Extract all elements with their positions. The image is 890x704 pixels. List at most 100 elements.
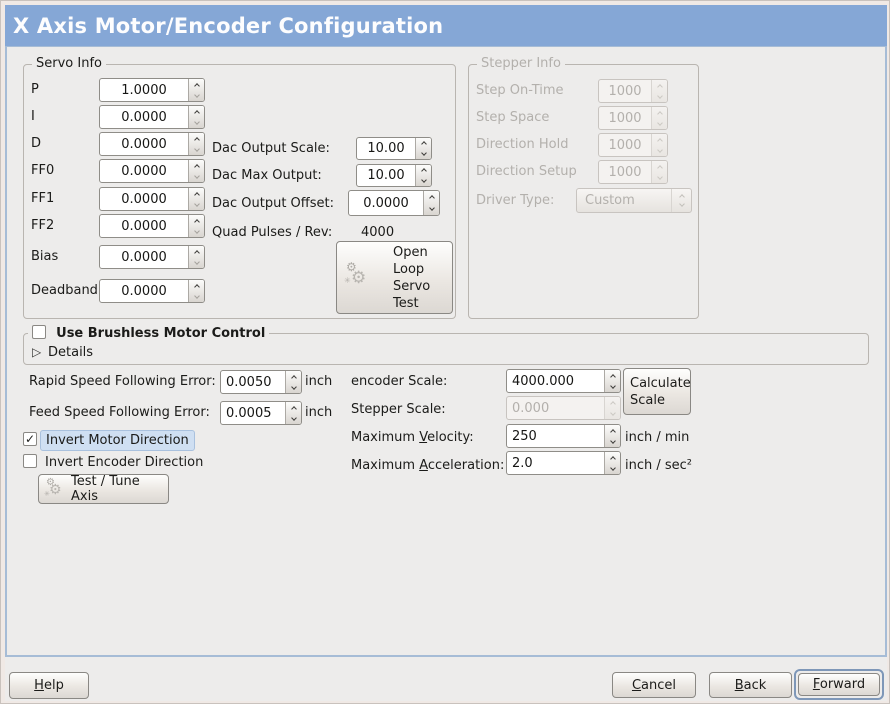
details-expander-icon[interactable]: ▷ xyxy=(32,345,42,359)
spinner xyxy=(651,134,667,156)
invert-motor-direction-label[interactable]: Invert Motor Direction xyxy=(40,430,195,451)
d-input[interactable]: 0.0000 xyxy=(99,132,205,156)
spin-up-button[interactable] xyxy=(189,133,204,144)
spinner xyxy=(415,165,431,186)
spin-down-button[interactable] xyxy=(189,144,204,155)
rapid-following-error-input[interactable]: 0.0050 xyxy=(220,370,302,394)
spin-up-button[interactable] xyxy=(189,215,204,226)
spin-down-button[interactable] xyxy=(189,90,204,101)
spin-value: 1.0000 xyxy=(121,82,167,98)
spin-down-button[interactable] xyxy=(605,408,620,419)
spinner xyxy=(651,161,667,183)
rapid-following-error-unit: inch xyxy=(305,374,333,389)
ff1-label: FF1 xyxy=(31,191,55,206)
spin-up-button[interactable] xyxy=(652,80,667,91)
spin-down-button[interactable] xyxy=(286,413,301,424)
spin-value: 4000.000 xyxy=(512,373,575,389)
maximum-acceleration-unit: inch / sec² xyxy=(625,458,693,473)
spin-up-button[interactable] xyxy=(286,402,301,413)
spin-up-button[interactable] xyxy=(189,188,204,199)
ff0-input[interactable]: 0.0000 xyxy=(99,159,205,183)
spin-up-button[interactable] xyxy=(605,397,620,408)
dac-output-scale-input[interactable]: 10.00 xyxy=(356,137,432,160)
quad-pulses-value: 4000 xyxy=(361,225,395,240)
spin-down-button[interactable] xyxy=(652,118,667,129)
deadband-label: Deadband xyxy=(31,283,98,298)
encoder-scale-input[interactable]: 4000.000 xyxy=(506,369,621,393)
spin-up-button[interactable] xyxy=(189,246,204,257)
use-brushless-label: Use Brushless Motor Control xyxy=(56,326,266,341)
spin-down-button[interactable] xyxy=(189,171,204,182)
spin-value: 0.0000 xyxy=(121,136,167,152)
spin-up-button[interactable] xyxy=(189,79,204,90)
spin-up-button[interactable] xyxy=(189,160,204,171)
cancel-button[interactable]: Cancel xyxy=(612,672,696,698)
spin-down-button[interactable] xyxy=(605,436,620,447)
deadband-input[interactable]: 0.0000 xyxy=(99,279,205,303)
p-label: P xyxy=(31,82,39,97)
spin-up-button[interactable] xyxy=(424,191,439,203)
spinner xyxy=(604,425,620,447)
spin-down-button[interactable] xyxy=(416,176,431,187)
spin-down-button[interactable] xyxy=(605,463,620,474)
i-input[interactable]: 0.0000 xyxy=(99,105,205,129)
spin-down-button[interactable] xyxy=(189,117,204,128)
dac-output-offset-input[interactable]: 0.0000 xyxy=(348,190,440,216)
spin-down-button[interactable] xyxy=(652,145,667,156)
page-title: X Axis Motor/Encoder Configuration xyxy=(13,13,444,38)
spin-up-button[interactable] xyxy=(189,280,204,291)
spin-up-button[interactable] xyxy=(652,107,667,118)
step-space-input: 1000 xyxy=(598,106,668,130)
spin-up-button[interactable] xyxy=(416,165,431,176)
maximum-velocity-input[interactable]: 250 xyxy=(506,424,621,448)
open-loop-servo-test-button[interactable]: ⚙ ⚙ ✳ Open Loop Servo Test xyxy=(336,241,453,314)
spin-down-button[interactable] xyxy=(189,226,204,237)
forward-button-focus-ring: Forward xyxy=(794,669,884,700)
use-brushless-checkbox[interactable] xyxy=(32,325,46,339)
spinner xyxy=(423,191,439,215)
spin-value: 0.0000 xyxy=(363,195,409,211)
spin-down-button[interactable] xyxy=(424,203,439,215)
details-expander-label[interactable]: Details xyxy=(48,345,94,360)
invert-encoder-direction-label[interactable]: Invert Encoder Direction xyxy=(45,455,204,470)
spin-down-button[interactable] xyxy=(286,382,301,393)
spin-down-button[interactable] xyxy=(189,291,204,302)
spin-up-button[interactable] xyxy=(652,134,667,145)
help-button[interactable]: Help xyxy=(9,672,89,699)
maximum-acceleration-input[interactable]: 2.0 xyxy=(506,451,621,475)
spin-up-button[interactable] xyxy=(286,371,301,382)
spin-up-button[interactable] xyxy=(605,452,620,463)
spin-down-button[interactable] xyxy=(416,149,431,160)
dac-max-output-input[interactable]: 10.00 xyxy=(356,164,432,187)
test-tune-axis-button[interactable]: ⚙ ⚙ ✳ Test / Tune Axis xyxy=(38,474,169,504)
ff1-input[interactable]: 0.0000 xyxy=(99,187,205,211)
dac-output-offset-label: Dac Output Offset: xyxy=(212,196,334,211)
back-button[interactable]: Back xyxy=(709,672,792,698)
spin-up-button[interactable] xyxy=(416,138,431,149)
forward-button[interactable]: Forward xyxy=(798,673,880,696)
maximum-acceleration-label: Maximum Acceleration: xyxy=(351,458,505,473)
invert-motor-direction-checkbox[interactable]: ✓ xyxy=(23,432,37,446)
spin-down-button[interactable] xyxy=(652,172,667,183)
spin-value: 1000 xyxy=(608,83,642,99)
bias-input[interactable]: 0.0000 xyxy=(99,245,205,269)
invert-encoder-direction-checkbox[interactable] xyxy=(23,454,37,468)
feed-following-error-input[interactable]: 0.0005 xyxy=(220,401,302,425)
ff2-label: FF2 xyxy=(31,218,55,233)
spin-up-button[interactable] xyxy=(189,106,204,117)
calculate-scale-label: Calculate Scale xyxy=(630,375,691,408)
spin-down-button[interactable] xyxy=(189,257,204,268)
p-input[interactable]: 1.0000 xyxy=(99,78,205,102)
cancel-button-label: Cancel xyxy=(631,677,677,693)
spinner xyxy=(188,246,204,268)
spin-up-button[interactable] xyxy=(605,425,620,436)
calculate-scale-button[interactable]: Calculate Scale xyxy=(623,368,691,415)
test-tune-axis-label: Test / Tune Axis xyxy=(71,474,140,504)
ff2-input[interactable]: 0.0000 xyxy=(99,214,205,238)
spin-up-button[interactable] xyxy=(652,161,667,172)
spin-down-button[interactable] xyxy=(605,381,620,392)
spin-down-button[interactable] xyxy=(189,199,204,210)
spin-down-button[interactable] xyxy=(652,91,667,102)
spin-up-button[interactable] xyxy=(605,370,620,381)
